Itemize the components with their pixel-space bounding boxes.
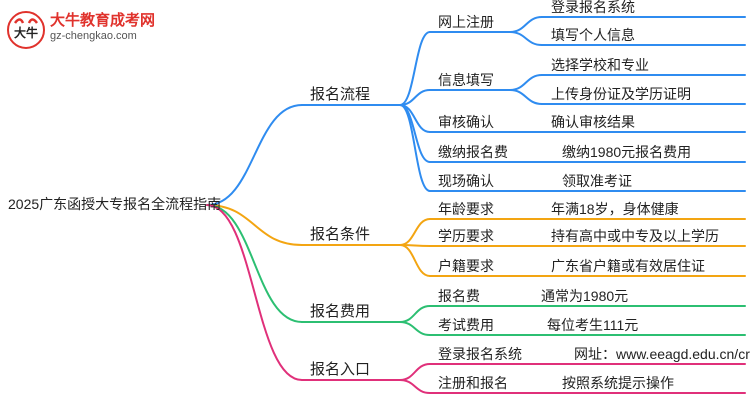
leaf-label: 缴纳1980元报名费用	[562, 144, 692, 160]
leaf-connector	[509, 74, 543, 91]
child-label: 登录报名系统	[438, 346, 522, 362]
child-connector	[399, 104, 431, 192]
logo-url: gz-chengkao.com	[50, 30, 137, 42]
leaf-label: 登录报名系统	[551, 0, 635, 15]
leaf-label: 确认审核结果	[551, 114, 635, 130]
child-label: 报名费	[438, 288, 480, 304]
child-label: 考试费用	[438, 317, 494, 333]
root-node: 2025广东函授大专报名全流程指南	[8, 196, 222, 212]
branch-label: 报名费用	[310, 303, 371, 320]
child-connector	[399, 244, 431, 277]
child-label: 注册和报名	[438, 375, 508, 391]
leaf-label: 上传身份证及学历证明	[551, 86, 691, 102]
child-label: 缴纳报名费	[438, 144, 508, 160]
child-connector	[399, 305, 431, 323]
child-connector	[399, 363, 431, 381]
logo-title: 大牛教育成考网	[50, 12, 156, 29]
child-label: 审核确认	[438, 114, 494, 130]
leaf-label: 网址：www.eeagd.edu.cn/cr	[574, 346, 750, 362]
leaf-connector	[509, 16, 543, 33]
leaf-label: 填写个人信息	[551, 27, 635, 43]
child-connector	[399, 321, 431, 336]
branch-label: 报名入口	[310, 361, 371, 378]
leaf-connector	[509, 31, 543, 46]
child-label: 年龄要求	[438, 201, 494, 217]
branch-label: 报名流程	[310, 86, 371, 103]
branch-connector	[206, 204, 303, 246]
leaf-label: 每位考生111元	[547, 317, 639, 333]
branch-connector	[206, 204, 303, 323]
child-connector	[399, 31, 431, 106]
leaf-connector	[509, 89, 543, 105]
leaf-label: 广东省户籍或有效居住证	[551, 258, 705, 274]
child-label: 学历要求	[438, 228, 494, 244]
leaf-label: 持有高中或中专及以上学历	[551, 228, 719, 244]
branch-label: 报名条件	[310, 226, 371, 243]
logo-mark-text: 大牛	[14, 25, 38, 40]
leaf-label: 选择学校和专业	[551, 57, 649, 73]
leaf-label: 通常为1980元	[541, 288, 629, 304]
child-label: 户籍要求	[438, 258, 494, 274]
bull-logo-icon: 大牛	[7, 11, 45, 49]
child-label: 现场确认	[438, 173, 494, 189]
child-connector	[399, 218, 431, 246]
branch-connector	[206, 104, 303, 206]
branch-connector	[206, 204, 303, 381]
leaf-label: 年满18岁，身体健康	[551, 201, 679, 217]
site-logo: 大牛 大牛教育成考网 gz-chengkao.com	[6, 6, 186, 50]
child-connector	[399, 379, 431, 394]
leaf-label: 按照系统提示操作	[562, 375, 674, 391]
child-label: 网上注册	[438, 14, 494, 30]
child-label: 信息填写	[438, 72, 494, 88]
leaf-label: 领取准考证	[562, 173, 632, 189]
